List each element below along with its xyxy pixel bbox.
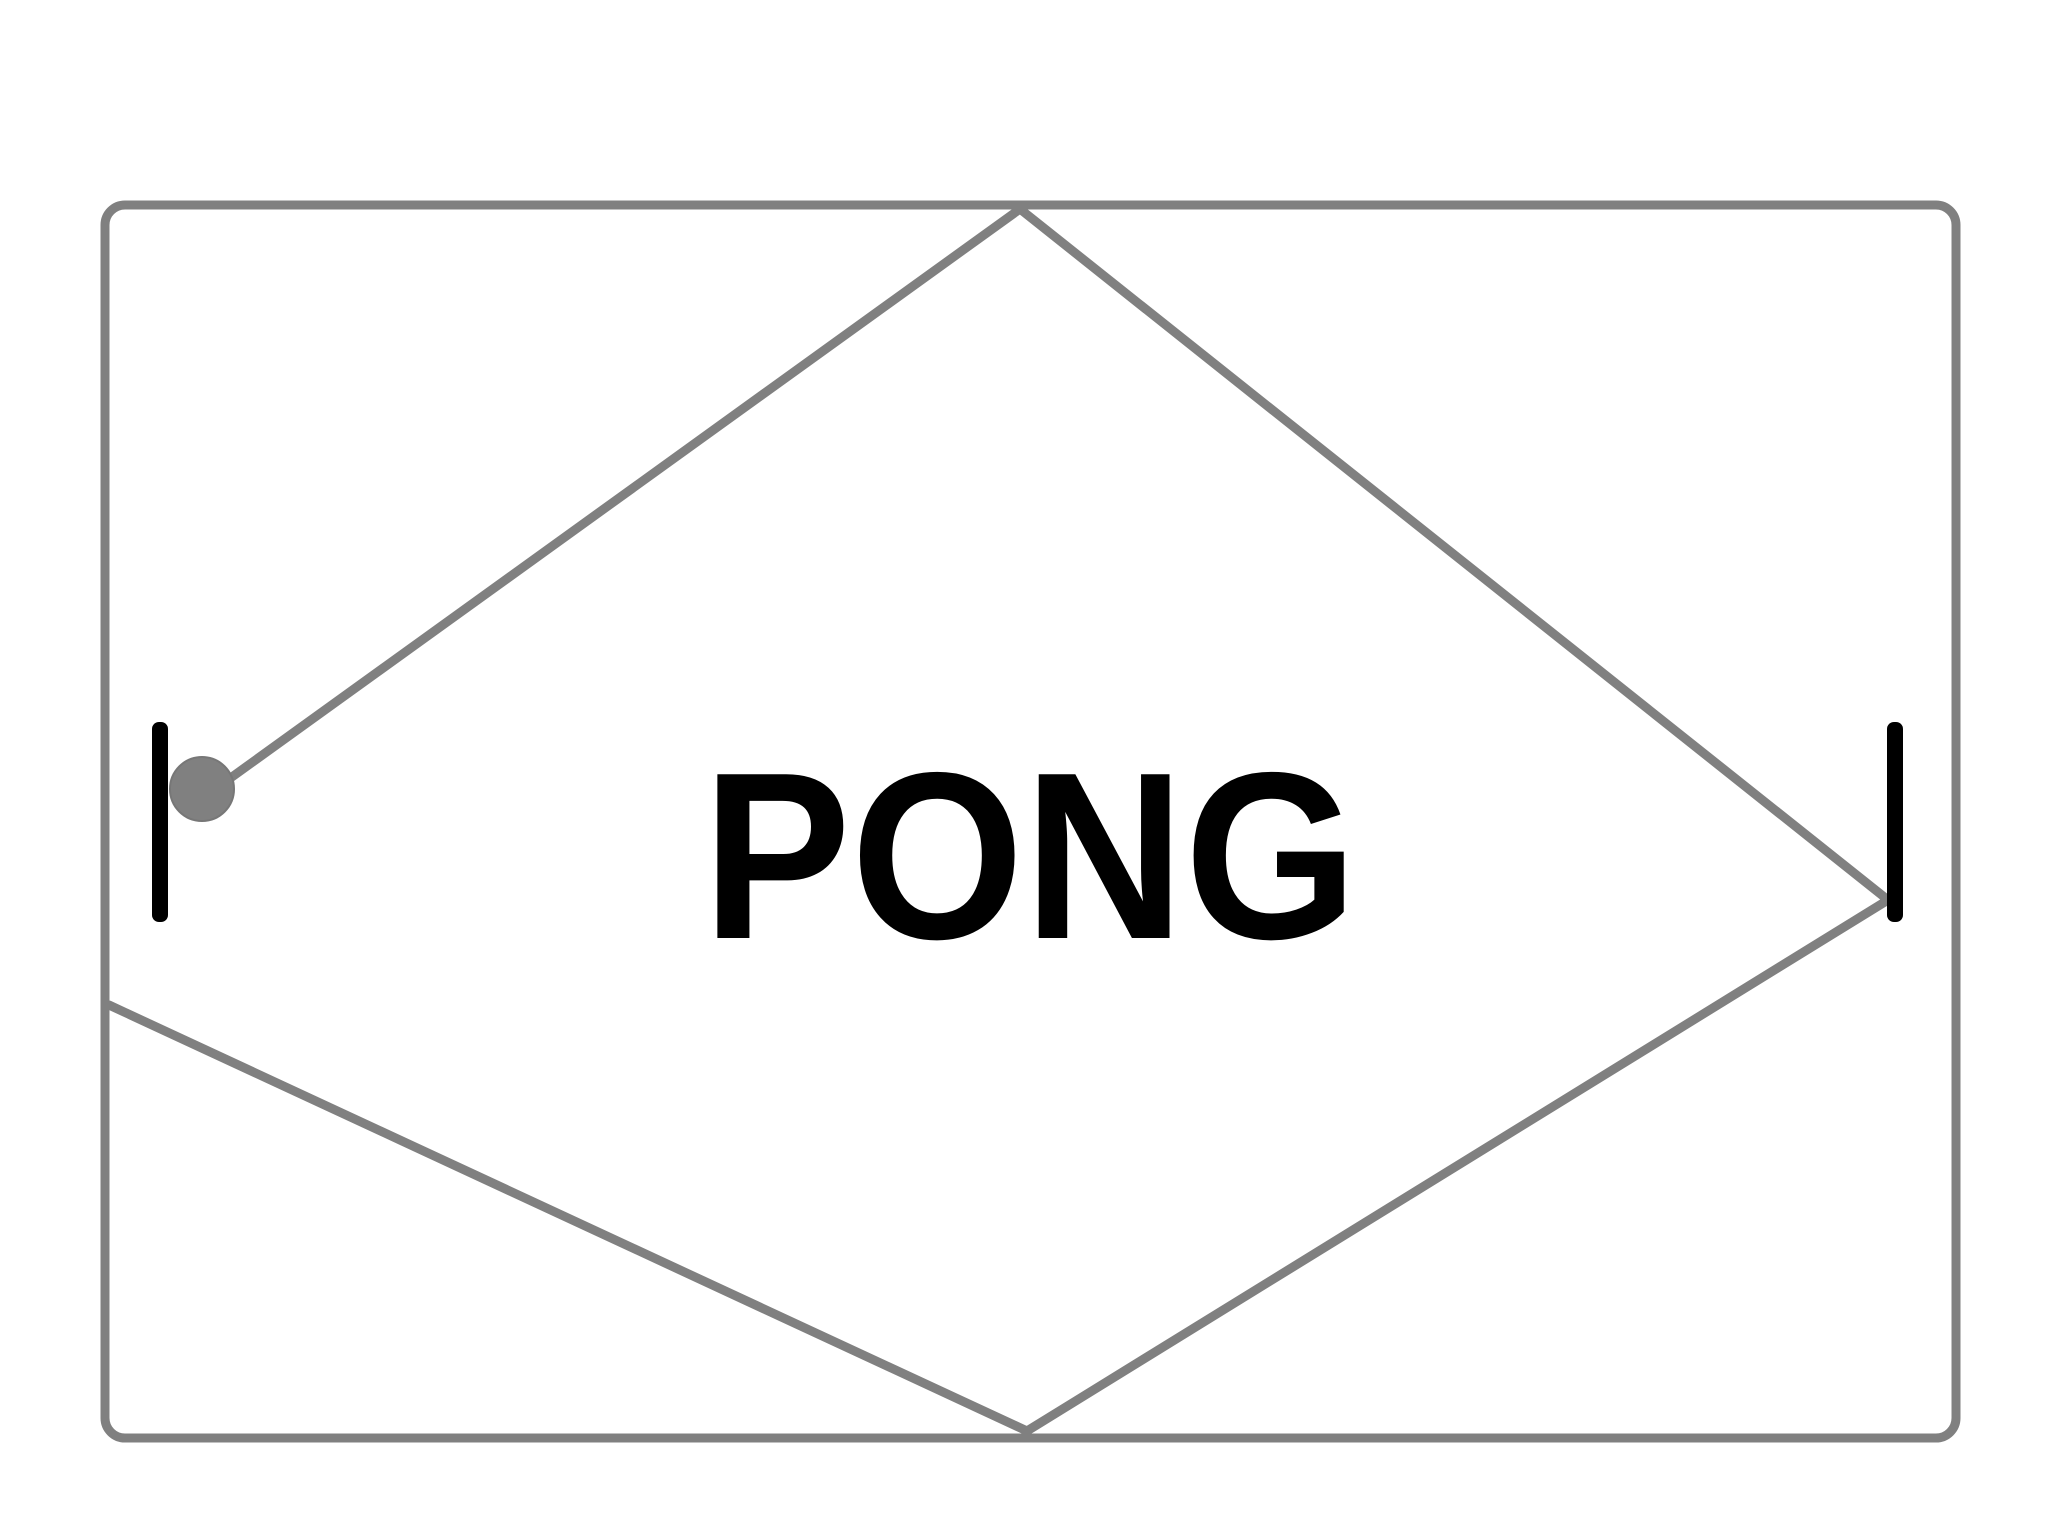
trajectory-segment-1	[220, 204, 1025, 787]
left-paddle	[152, 722, 168, 922]
ball-trajectory	[104, 204, 1893, 1436]
right-paddle	[1887, 722, 1903, 922]
ball	[169, 756, 235, 822]
court-border	[100, 200, 1961, 1443]
trajectory-segment-2	[1015, 204, 1893, 905]
game-title: PONG	[703, 724, 1358, 989]
trajectory-segment-4	[104, 1000, 1032, 1436]
trajectory-segment-3	[1022, 895, 1893, 1436]
